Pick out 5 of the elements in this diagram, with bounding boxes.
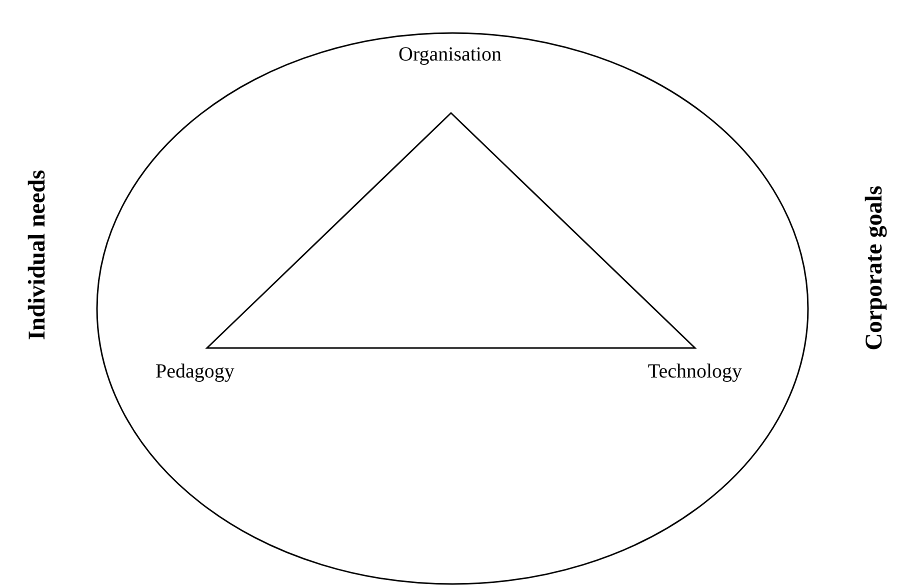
- vertex-label: Technology: [648, 360, 742, 384]
- vertex-label: Organisation: [398, 44, 502, 66]
- side-label: Individual needs: [24, 170, 52, 340]
- side-label: Corporate goals: [862, 186, 888, 350]
- vertex-label: Pedagogy: [156, 360, 234, 384]
